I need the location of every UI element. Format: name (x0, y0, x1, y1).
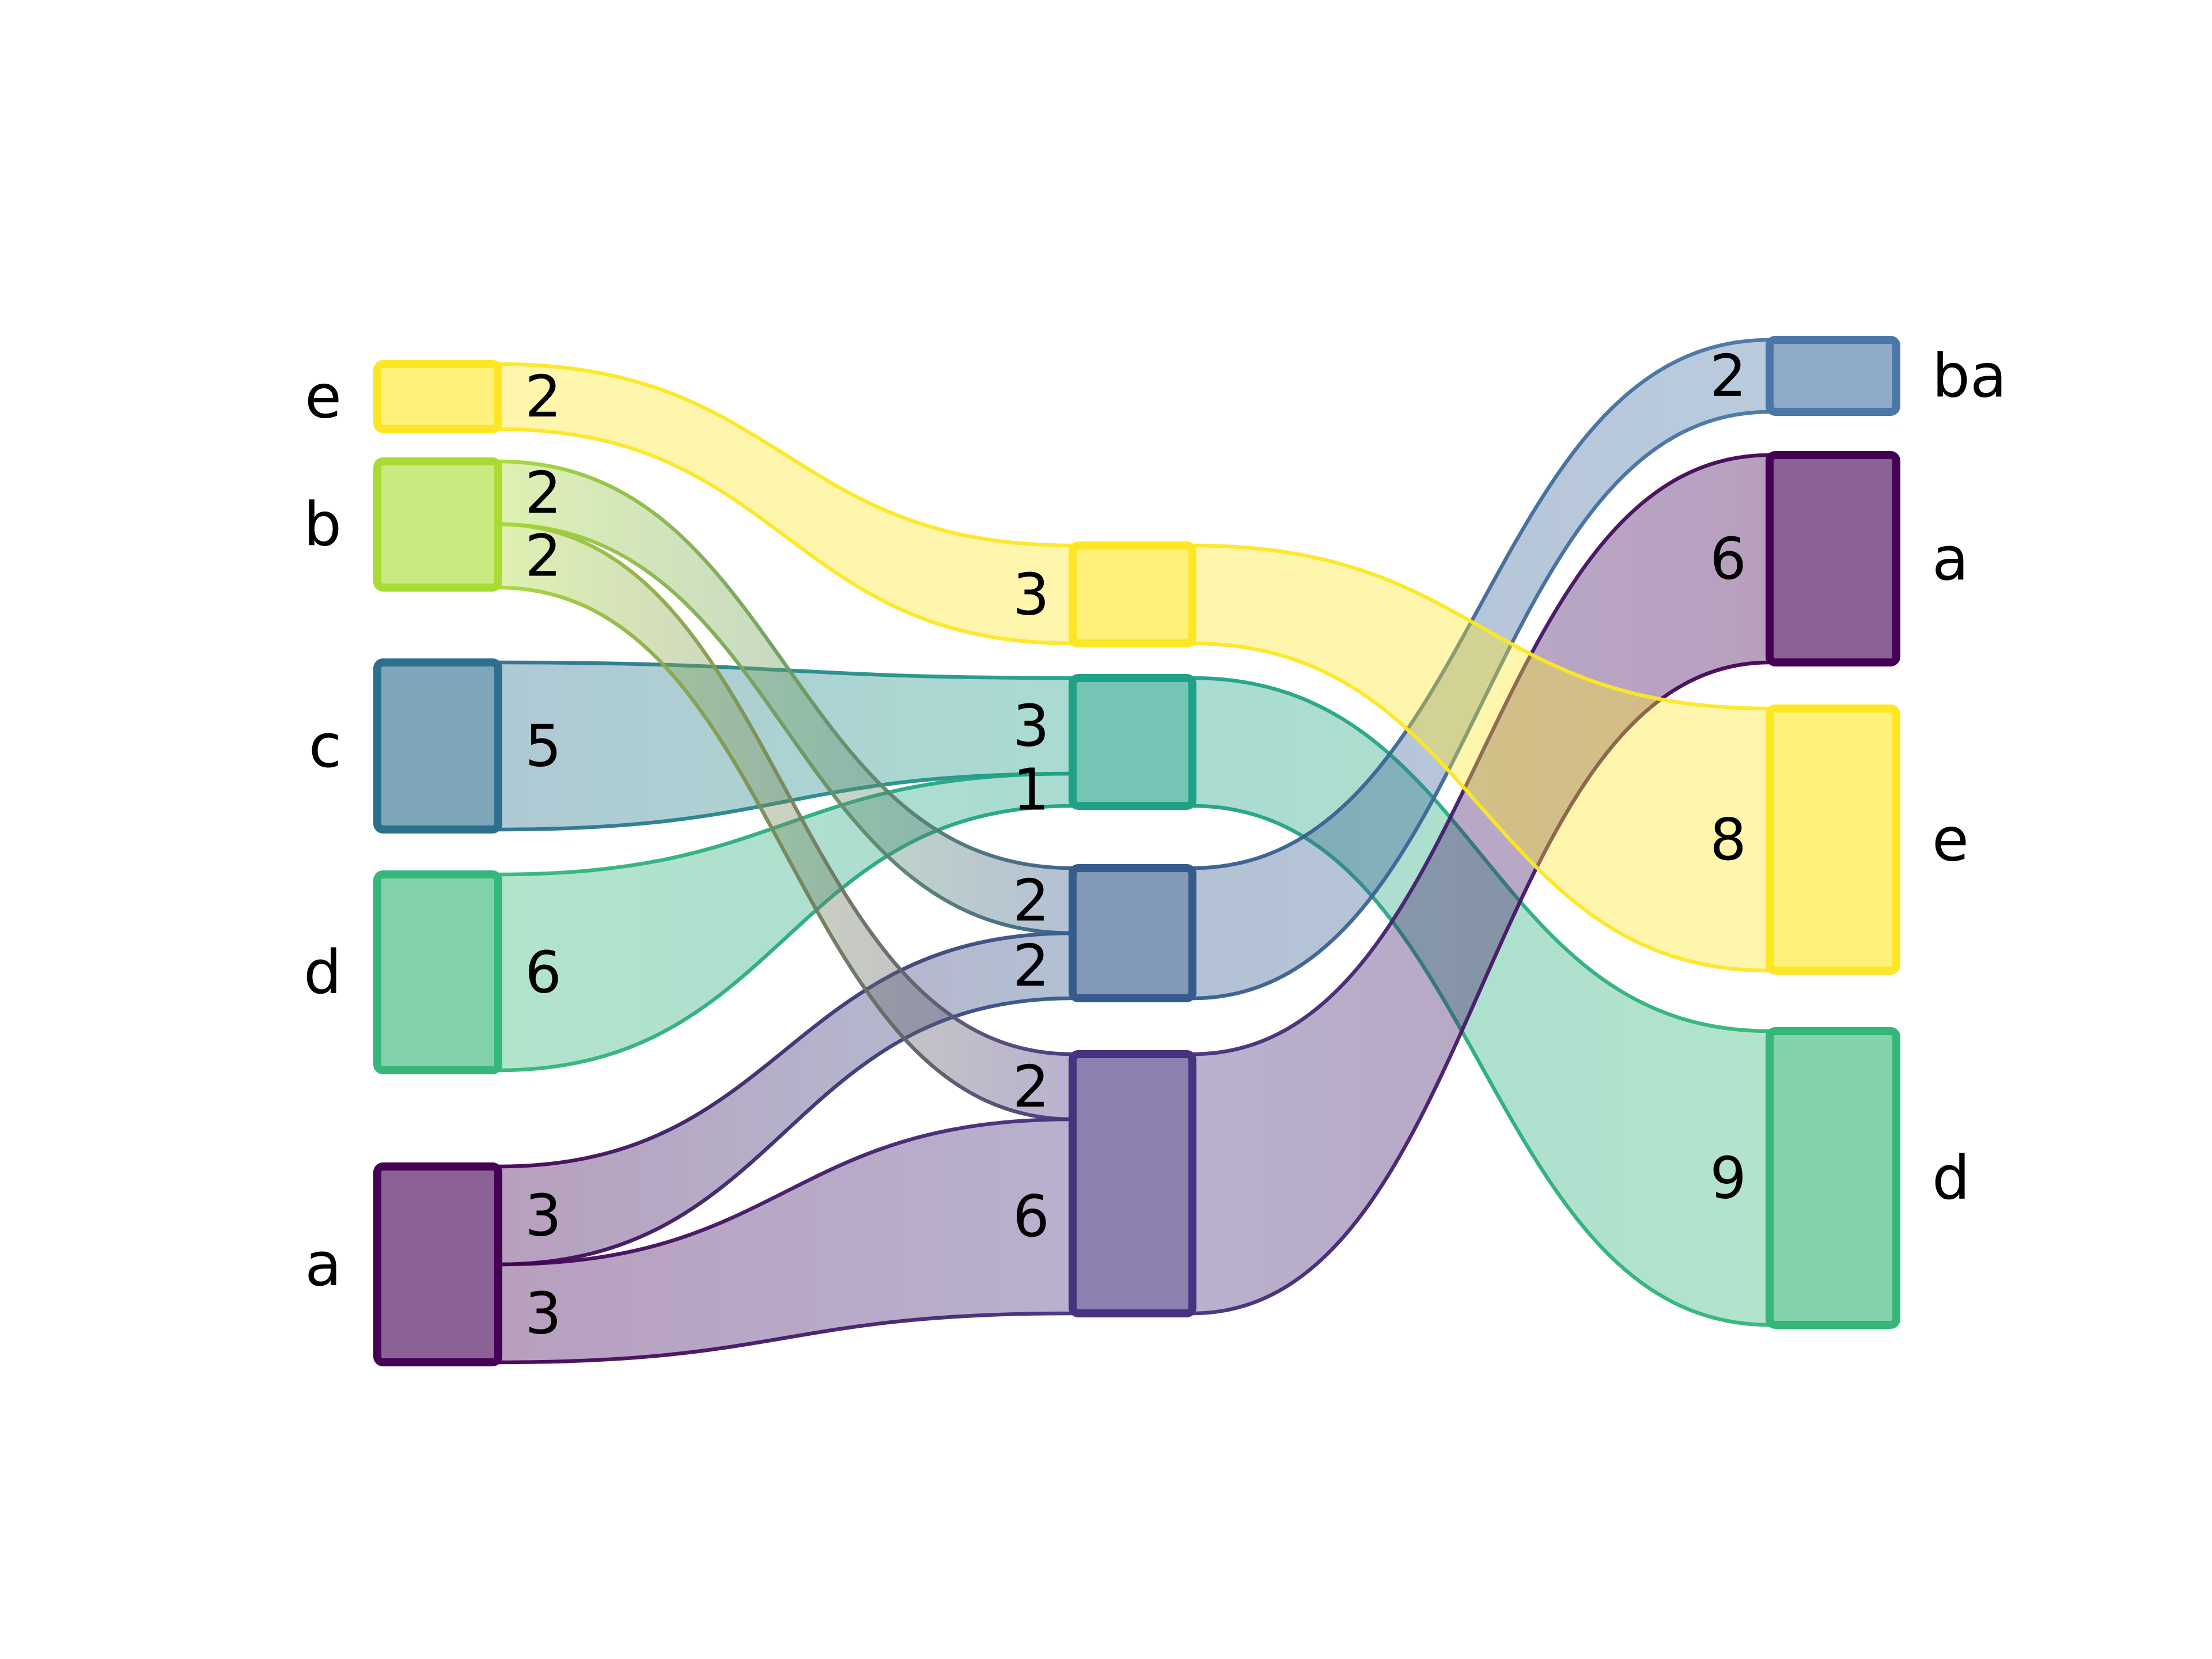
node-mid_teal (1069, 674, 1196, 810)
flow-value-source-e-mid_yellow: 2 (525, 363, 562, 430)
node-label-ba: ba (1932, 341, 2007, 411)
flow-value-source-b-mid_purple: 2 (525, 522, 562, 590)
node-b (373, 457, 502, 592)
flow-value-target-e-mid_yellow: 3 (1013, 561, 1050, 628)
node-mid_blue (1069, 864, 1196, 1002)
flow-value-target-a-mid_purple: 6 (1013, 1183, 1050, 1250)
flow-value-target-c-mid_teal: 3 (1013, 692, 1050, 760)
flow-value-target-mid_blue-ba: 2 (1710, 342, 1747, 410)
node-mid_purple (1069, 1050, 1196, 1317)
node-e2 (1766, 704, 1900, 975)
flow-value-target-mid_teal-d2: 9 (1710, 1145, 1747, 1212)
node-label-c: c (309, 711, 342, 781)
flow-value-target-b-mid_purple: 2 (1013, 1053, 1050, 1120)
flow-value-target-d-mid_teal: 1 (1013, 756, 1050, 824)
flow-value-target-b-mid_blue: 2 (1013, 867, 1050, 934)
flow-value-source-a-mid_purple: 3 (525, 1280, 562, 1347)
node-label-a: a (305, 1229, 342, 1300)
flow-value-source-d-mid_teal: 6 (525, 939, 562, 1006)
node-label-d: d (304, 937, 342, 1007)
flow-value-source-c-mid_teal: 5 (525, 713, 562, 780)
flow-value-source-b-mid_blue: 2 (525, 459, 562, 527)
node-a2 (1766, 451, 1900, 666)
node-label-e2: e (1932, 805, 1969, 875)
node-a (373, 1162, 502, 1366)
node-layer (373, 336, 1900, 1366)
node-label-a2: a (1932, 524, 1969, 594)
node-label-e: e (305, 362, 342, 432)
node-mid_yellow (1069, 541, 1196, 647)
node-d (373, 870, 502, 1074)
node-d2 (1766, 1027, 1900, 1329)
flow-value-target-mid_purple-a2: 6 (1710, 525, 1747, 593)
flow-value-target-mid_yellow-e2: 8 (1710, 806, 1747, 873)
node-ba (1766, 336, 1900, 416)
flow-value-target-a-mid_blue: 2 (1013, 932, 1050, 999)
flow-layer (496, 338, 1772, 1365)
flow-d-to-mid_teal (496, 771, 1075, 1073)
flow-mid_yellow-to-e2 (1190, 543, 1772, 973)
node-c (373, 658, 502, 834)
flow-value-source-a-mid_blue: 3 (525, 1182, 562, 1249)
node-e (373, 360, 502, 433)
node-label-d2: d (1932, 1143, 1970, 1213)
node-label-b: b (304, 490, 342, 560)
